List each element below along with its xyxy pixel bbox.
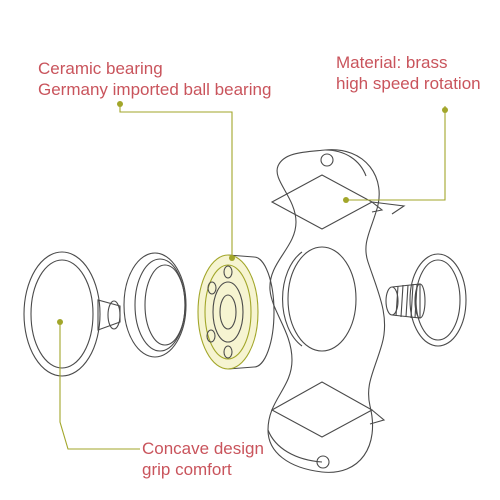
threaded-cap (385, 253, 467, 347)
part-outlines (23, 149, 467, 473)
material-leader-start-dot (442, 107, 448, 113)
concave-cap (23, 251, 121, 377)
spinner-body (267, 149, 406, 473)
ceramic-leader (119, 102, 233, 258)
ceramic-leader-start-dot (117, 101, 123, 107)
concave-leader-end-dot (57, 319, 63, 325)
callout-concave-subtitle: grip comfort (142, 460, 232, 479)
callout-material-subtitle: high speed rotation (336, 74, 481, 93)
ceramic-bearing (197, 254, 275, 370)
callout-concave-title: Concave design (142, 439, 264, 458)
leader-lines (57, 101, 448, 450)
material-leader (346, 106, 446, 201)
material-leader-end-dot (343, 197, 349, 203)
callout-ceramic-subtitle: Germany imported ball bearing (38, 80, 272, 99)
retaining-ring (123, 252, 187, 358)
callout-ceramic-bearing: Ceramic bearing Germany imported ball be… (38, 58, 271, 100)
callout-concave-design: Concave design grip comfort (142, 438, 264, 480)
concave-leader (59, 322, 140, 450)
callout-material-brass: Material: brass high speed rotation (336, 52, 481, 94)
callout-material-title: Material: brass (336, 53, 448, 72)
ceramic-leader-end-dot (229, 255, 235, 261)
callout-ceramic-title: Ceramic bearing (38, 59, 163, 78)
